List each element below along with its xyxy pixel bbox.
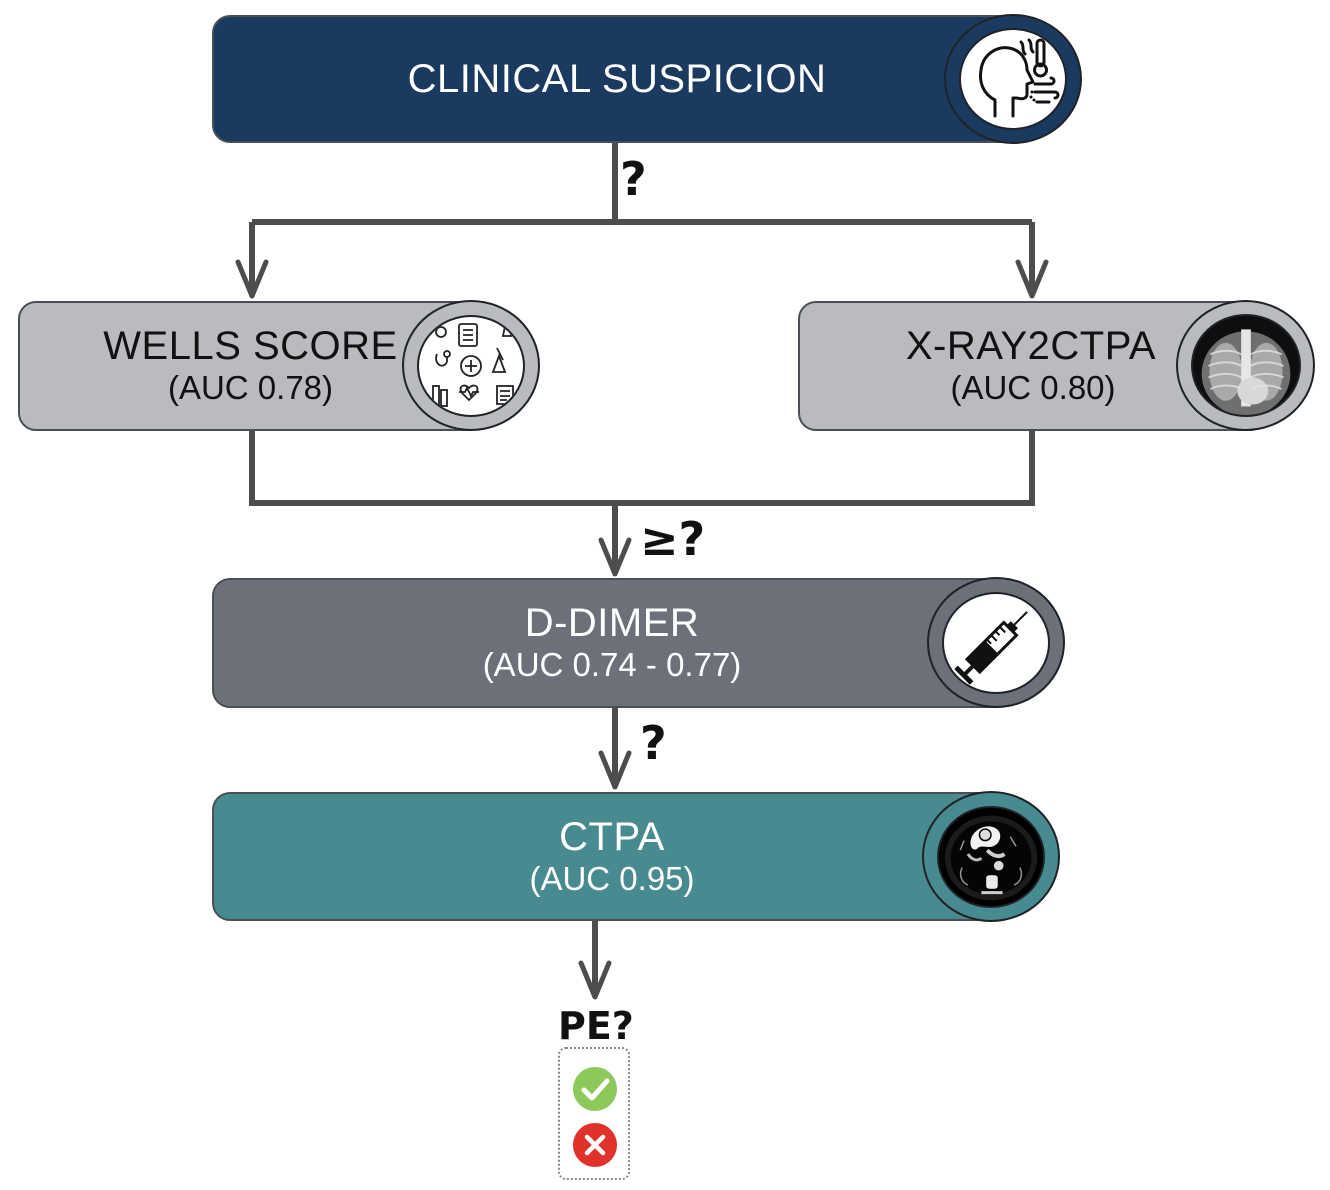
patient-symptoms-icon <box>979 38 1060 118</box>
xray2ctpa-auc: (AUC 0.80) <box>950 369 1116 406</box>
wells-icon-badge <box>402 300 540 431</box>
ctpa-node: CTPA (AUC 0.95) <box>212 792 1012 921</box>
d-dimer-title: D-DIMER <box>524 601 700 645</box>
edge-label-clinical: ? <box>620 152 647 206</box>
xray2ctpa-title: X-RAY2CTPA <box>905 324 1157 368</box>
ctpa-auc: (AUC 0.95) <box>529 859 695 897</box>
x-circle-icon <box>573 1123 617 1167</box>
syringe-icon <box>954 610 1028 685</box>
arrowhead-wells <box>235 259 269 299</box>
arrowhead-ctpa <box>598 750 632 790</box>
clinical-icon-badge <box>944 14 1082 144</box>
ddimer-icon-badge <box>927 577 1065 708</box>
ctpa-title: CTPA <box>559 814 665 859</box>
outcome-label: PE? <box>558 1004 634 1048</box>
ctpa-icon-badge <box>922 791 1060 922</box>
wells-score-title: WELLS SCORE <box>103 324 398 368</box>
outcome-box <box>558 1047 630 1180</box>
d-dimer-node: D-DIMER (AUC 0.74 - 0.77) <box>212 578 1012 708</box>
edge-label-ddimer: ? <box>640 716 667 770</box>
arrowhead-ddimer <box>598 537 632 577</box>
clinical-suspicion-node: CLINICAL SUSPICION <box>212 15 1022 143</box>
arrowhead-outcome <box>578 960 612 1000</box>
xray-icon-badge <box>1176 300 1315 431</box>
ct-scan-icon <box>939 807 1043 906</box>
chest-xray-icon <box>1192 316 1299 415</box>
check-circle-icon <box>573 1067 617 1111</box>
edge-label-merge: ≥? <box>640 512 706 566</box>
d-dimer-auc: (AUC 0.74 - 0.77) <box>482 646 742 683</box>
xray2ctpa-node: X-RAY2CTPA (AUC 0.80) <box>798 301 1268 431</box>
arrowhead-xray <box>1015 259 1049 299</box>
wells-score-auc: (AUC 0.78) <box>167 369 334 406</box>
medical-checklist-icon <box>432 322 514 407</box>
clinical-suspicion-title: CLINICAL SUSPICION <box>407 57 827 101</box>
